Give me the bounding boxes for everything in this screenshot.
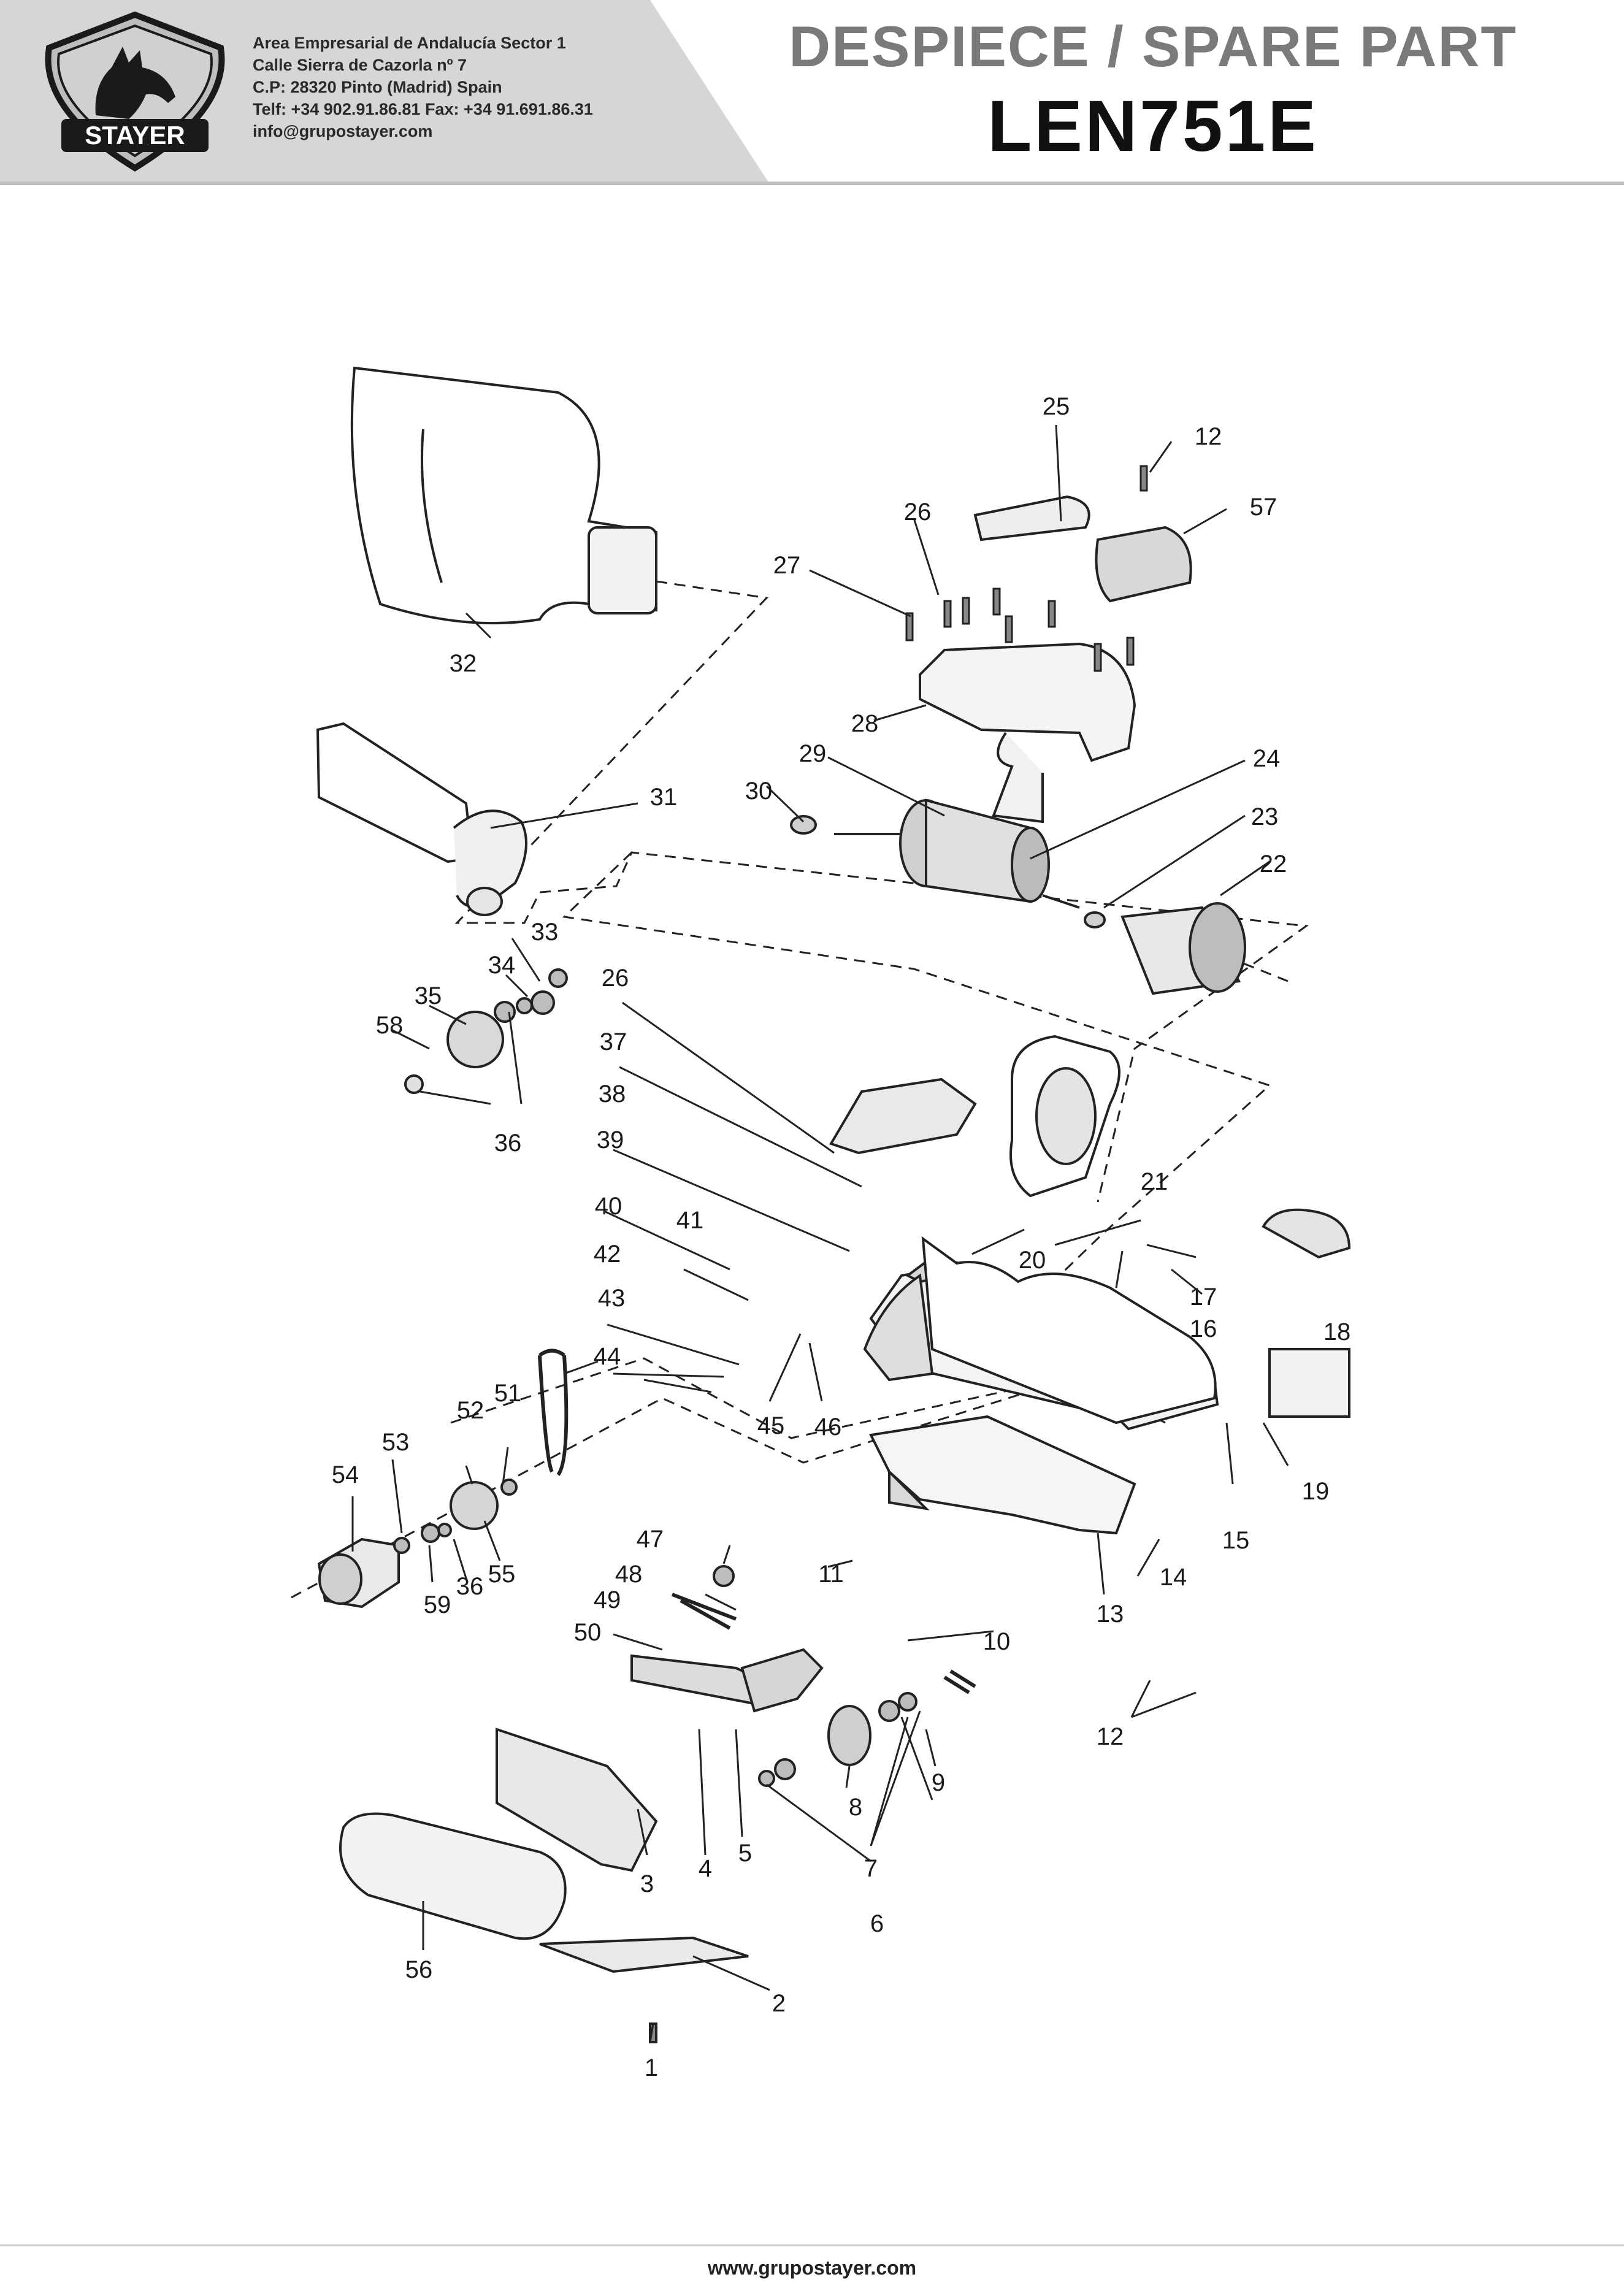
- company-address: Area Empresarial de Andalucía Sector 1 C…: [253, 32, 645, 142]
- part-label: 17: [1190, 1284, 1217, 1311]
- part-label: 8: [849, 1794, 862, 1821]
- part-label: 13: [1097, 1601, 1124, 1628]
- part-label: 41: [676, 1207, 704, 1234]
- stayer-logo: STAYER: [45, 11, 225, 172]
- part-label: 31: [650, 784, 678, 811]
- top-cover-assembly: [919, 495, 1192, 762]
- part-label: 1: [645, 2054, 658, 2081]
- part-label: 14: [1160, 1564, 1187, 1591]
- part-label: 36: [494, 1130, 522, 1157]
- part-label: 35: [415, 982, 442, 1009]
- part-label: 51: [494, 1380, 522, 1407]
- base-plate: [868, 1415, 1136, 1535]
- drive-belt: [538, 1349, 569, 1476]
- part-label: 18: [1323, 1318, 1351, 1345]
- sanding-belt-assembly: [339, 1565, 976, 2043]
- part-label: 44: [594, 1343, 621, 1370]
- dust-bag: [350, 366, 657, 625]
- part-label: 10: [983, 1628, 1011, 1655]
- part-label: 54: [332, 1461, 359, 1488]
- document-title: DESPIECE / SPARE PART: [789, 14, 1517, 78]
- svg-text:STAYER: STAYER: [85, 121, 185, 150]
- address-line: C.P: 28320 Pinto (Madrid) Spain: [253, 78, 502, 96]
- part-label: 15: [1222, 1527, 1250, 1554]
- main-housing: [829, 1035, 1351, 1431]
- part-label: 4: [699, 1855, 712, 1882]
- leader-lines: [351, 424, 1289, 2043]
- part-label: 34: [488, 952, 516, 979]
- header-divider: [0, 182, 1624, 185]
- part-label: 28: [851, 710, 879, 737]
- horse-head-icon: [95, 47, 175, 119]
- part-label: 48: [615, 1561, 643, 1588]
- model-number: LEN751E: [987, 86, 1319, 167]
- part-label: 25: [1043, 393, 1070, 420]
- address-line: Calle Sierra de Cazorla nº 7: [253, 56, 467, 74]
- part-label: 37: [600, 1028, 627, 1055]
- stator: [992, 732, 1246, 995]
- part-label: 58: [376, 1012, 404, 1039]
- gear-train-left: [404, 968, 568, 1094]
- part-label: 53: [382, 1429, 410, 1456]
- drive-roller: [317, 1479, 518, 1609]
- part-label: 22: [1260, 851, 1287, 878]
- part-label: 3: [640, 1870, 654, 1897]
- motor-armature: [790, 798, 1106, 928]
- part-label: 38: [599, 1081, 626, 1108]
- part-label: 20: [1019, 1247, 1046, 1274]
- part-label: 12: [1097, 1723, 1124, 1750]
- part-label: 26: [602, 965, 629, 992]
- part-label: 16: [1190, 1315, 1217, 1342]
- phone-fax-line: Telf: +34 902.91.86.81 Fax: +34 91.691.8…: [253, 100, 593, 118]
- footer-divider: [0, 2244, 1624, 2246]
- dashed-assembly-lines: [291, 580, 1309, 1599]
- part-label: 26: [904, 499, 932, 526]
- part-label: 55: [488, 1561, 516, 1588]
- part-label: 29: [799, 740, 827, 767]
- part-label: 24: [1253, 745, 1281, 772]
- part-label: 2: [772, 1990, 786, 2017]
- part-label: 39: [597, 1127, 624, 1154]
- part-number-callouts: 1 2 3 4 5 6 7 8 9 10 11 12 12 13 14 15 1…: [332, 393, 1351, 2081]
- part-label: 6: [870, 1910, 884, 1937]
- part-label: 45: [757, 1412, 785, 1439]
- part-label: 9: [932, 1769, 945, 1796]
- part-label: 36: [456, 1573, 484, 1600]
- screws-top: [905, 465, 1148, 672]
- part-label: 19: [1302, 1478, 1330, 1505]
- dust-adapter: [316, 722, 527, 916]
- part-label: 23: [1251, 803, 1279, 830]
- part-label: 32: [450, 650, 477, 677]
- part-label: 30: [745, 778, 773, 805]
- part-label: 11: [818, 1561, 844, 1588]
- part-label: 33: [531, 919, 559, 946]
- part-label: 49: [594, 1586, 621, 1613]
- part-label: 50: [574, 1619, 602, 1646]
- part-label: 59: [424, 1591, 451, 1618]
- part-label: 43: [598, 1285, 626, 1312]
- part-label: 42: [594, 1241, 621, 1268]
- footer-website[interactable]: www.grupostayer.com: [707, 2257, 917, 2279]
- part-label: 40: [595, 1193, 622, 1220]
- email-line: info@grupostayer.com: [253, 122, 433, 140]
- part-label: 57: [1250, 494, 1277, 521]
- part-label: 56: [405, 1956, 433, 1983]
- part-label: 27: [773, 552, 801, 579]
- part-label: 7: [864, 1855, 878, 1882]
- part-label: 47: [637, 1526, 664, 1553]
- part-label: 46: [814, 1414, 842, 1441]
- address-line: Area Empresarial de Andalucía Sector 1: [253, 34, 566, 52]
- part-label: 52: [457, 1397, 485, 1424]
- part-label: 12: [1195, 423, 1222, 450]
- part-label: 5: [738, 1840, 752, 1867]
- part-label: 21: [1141, 1168, 1168, 1195]
